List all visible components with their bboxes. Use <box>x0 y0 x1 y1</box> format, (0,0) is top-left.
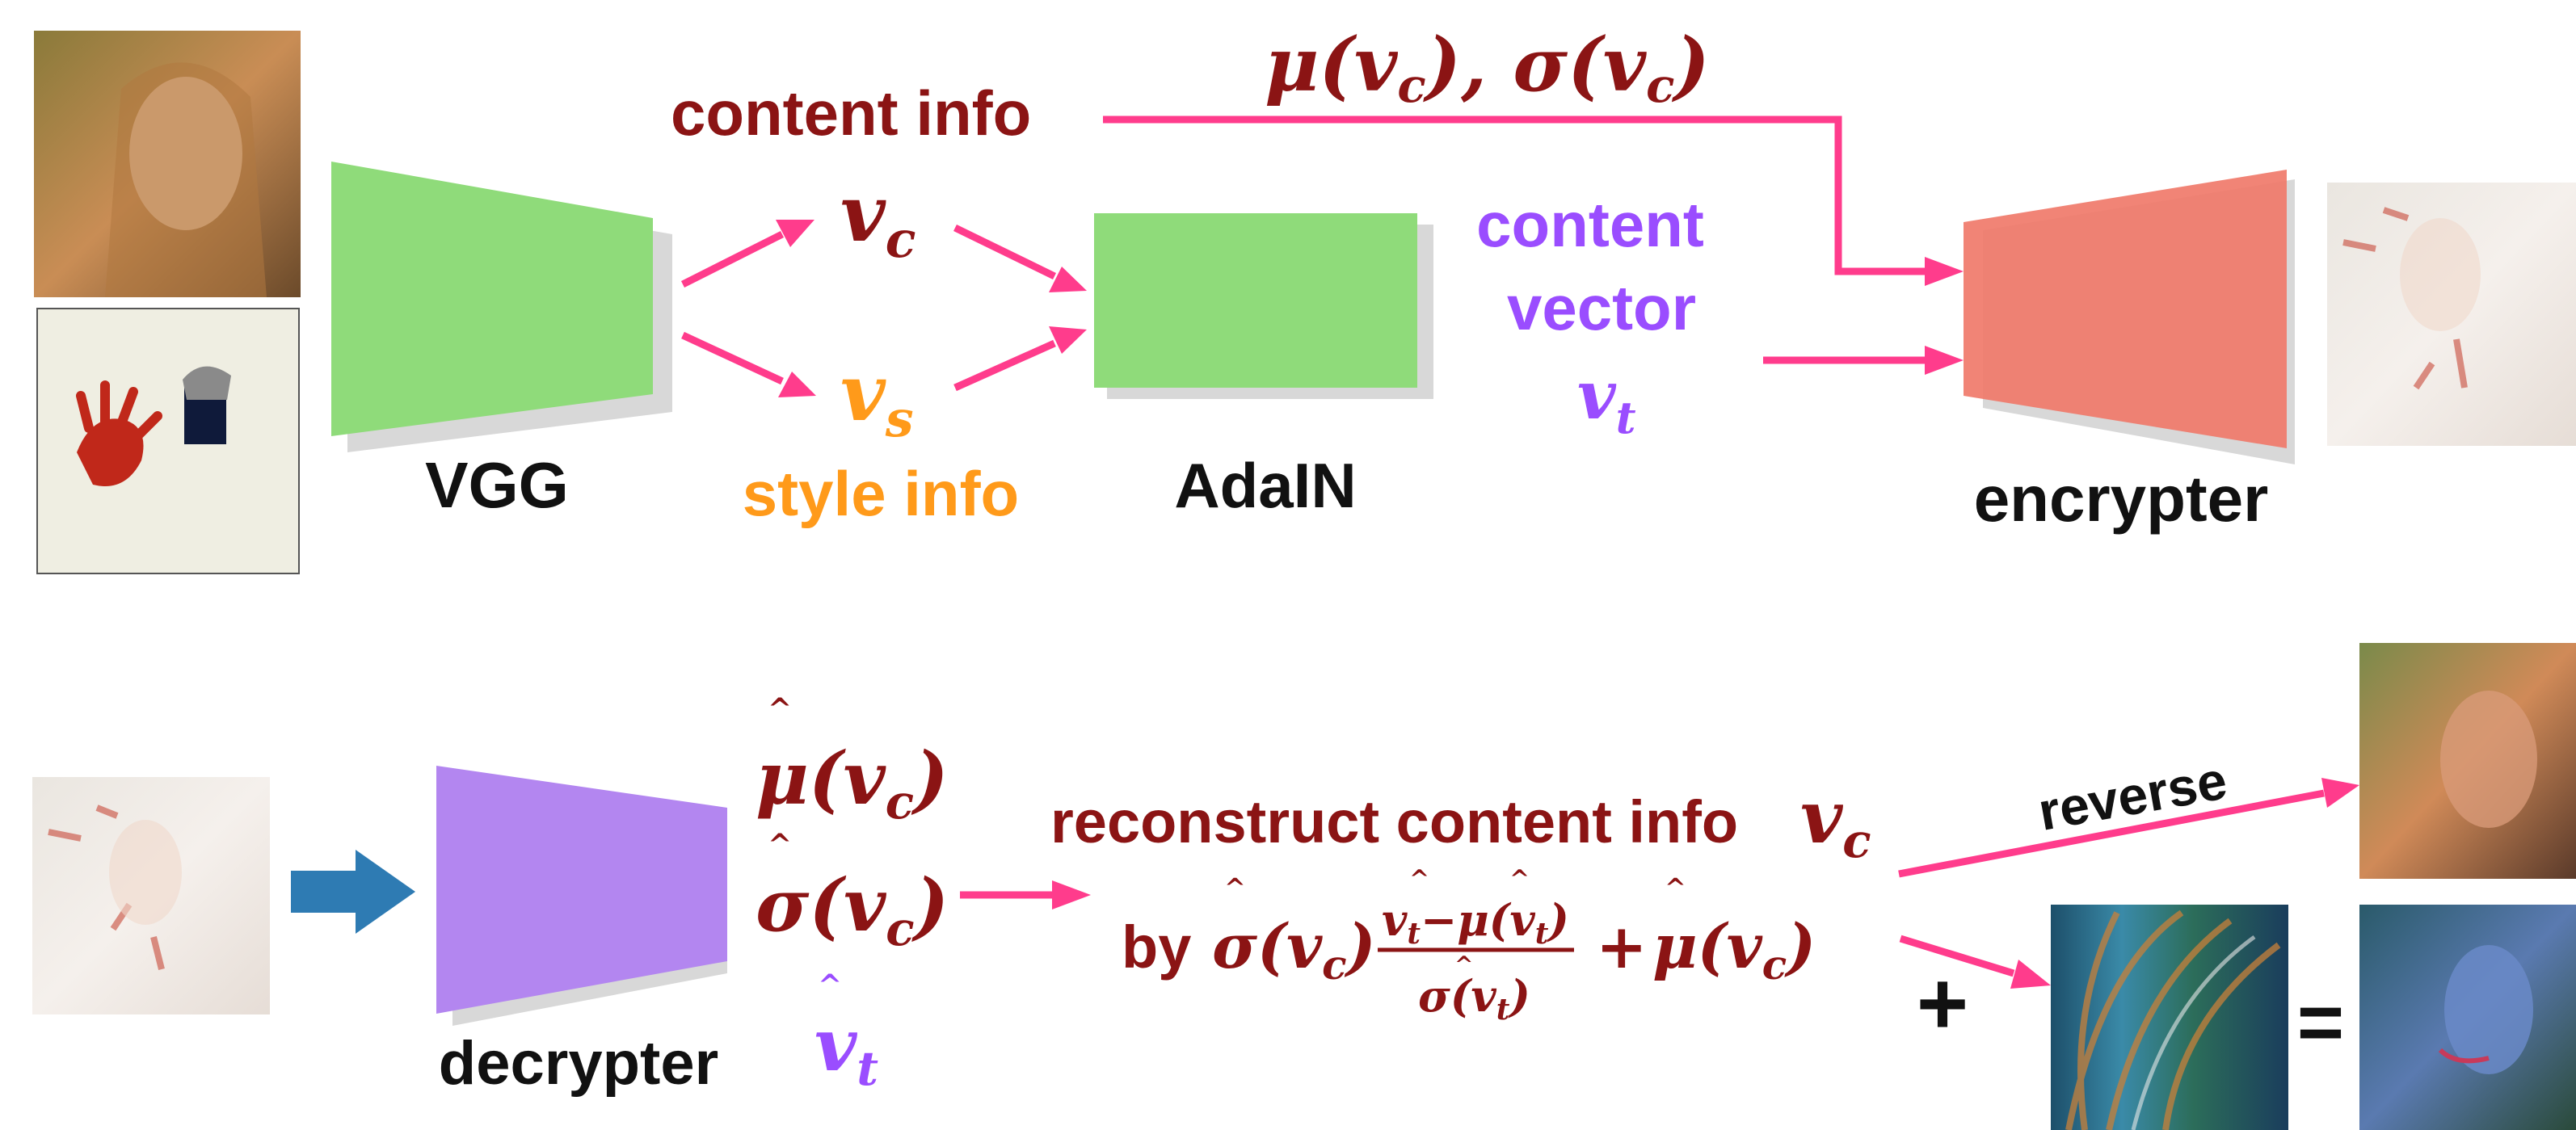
svg-text:^: ^ <box>1509 865 1530 893</box>
by-label: by <box>1122 914 1191 981</box>
mu-hat-label: ^ μ(vc) <box>756 692 949 830</box>
svg-text:+: + <box>1596 910 1648 982</box>
svg-text:μ(vc): μ(vc) <box>1652 910 1816 989</box>
svg-text:^: ^ <box>818 968 842 1002</box>
adain-label: AdaIN <box>1174 450 1356 521</box>
vc-label: vc <box>840 168 916 269</box>
arrow-vs-to-adain <box>953 326 1087 392</box>
svg-text:μ(vc), σ(vc): μ(vc), σ(vc) <box>1265 21 1710 113</box>
svg-text:^: ^ <box>768 692 792 726</box>
content-vector-line2: vector <box>1507 272 1696 343</box>
reconstruct-formula: ^ σ(vc) ^ ^ vt−μ(vt) ^ σ(vt) + ^ μ(vc) <box>1212 865 1816 1027</box>
adain-block <box>1094 213 1433 399</box>
sigma-hat-label: ^ σ(vc) <box>756 828 949 956</box>
vs-label: vs <box>840 347 914 448</box>
reconstruct-var: vc <box>1800 775 1871 868</box>
vgg-block <box>331 162 672 452</box>
svg-text:σ(vt): σ(vt) <box>1418 970 1530 1027</box>
encrypted-output-image <box>2327 183 2576 446</box>
svg-text:^: ^ <box>1454 951 1473 978</box>
style-image-handprint <box>36 308 300 574</box>
encrypter-block <box>1964 170 2295 464</box>
svg-text:^: ^ <box>1224 872 1246 903</box>
reconstruct-label: reconstruct content info <box>1050 788 1738 855</box>
decrypter-block <box>436 766 727 1026</box>
svg-text:vt: vt <box>1577 357 1636 443</box>
svg-text:σ(vc): σ(vc) <box>756 863 949 956</box>
equals-sign: = <box>2297 977 2344 1068</box>
restyled-output-image <box>2359 905 2576 1130</box>
content-photo-woman <box>34 31 301 298</box>
svg-text:vc: vc <box>1800 775 1871 868</box>
arrow-reverse <box>1898 778 2359 878</box>
style-image-brushstrokes <box>2051 905 2288 1130</box>
style-info-label: style info <box>743 458 1019 529</box>
arrow-stats-to-reconstruct <box>960 880 1091 909</box>
vt-hat-label: ^ vt <box>814 968 878 1096</box>
vt-label: vt <box>1577 357 1636 443</box>
arrow-vgg-to-vs <box>681 331 816 397</box>
plus-sign: + <box>1917 954 1968 1053</box>
arrow-vc-to-adain <box>953 224 1087 292</box>
vgg-label: VGG <box>425 449 569 521</box>
svg-text:σ(vc): σ(vc) <box>1212 910 1376 989</box>
reversed-content-image <box>2359 643 2576 879</box>
content-info-label: content info <box>671 78 1031 149</box>
svg-text:^: ^ <box>768 828 792 862</box>
svg-text:^: ^ <box>1665 872 1686 903</box>
svg-text:vt: vt <box>814 1002 878 1096</box>
content-vector-line1: content <box>1476 189 1704 260</box>
decrypter-label: decrypter <box>439 1029 718 1098</box>
svg-text:μ(vc): μ(vc) <box>756 736 949 830</box>
svg-text:vc: vc <box>840 168 916 269</box>
arrow-vt-to-encrypter <box>1763 346 1964 375</box>
mu-sigma-label: μ(vc), σ(vc) <box>1265 21 1710 113</box>
block-arrow-icon <box>291 850 415 934</box>
encrypted-input-image <box>32 777 270 1014</box>
svg-text:vs: vs <box>840 347 914 448</box>
svg-text:vt−μ(vt): vt−μ(vt) <box>1382 894 1569 951</box>
arrow-to-style-image <box>1899 935 2051 989</box>
svg-text:^: ^ <box>1409 865 1429 893</box>
arrow-vgg-to-vc <box>680 220 814 288</box>
arrow-content-info-to-encrypter <box>1103 116 1964 286</box>
encrypter-label: encrypter <box>1974 463 2269 535</box>
